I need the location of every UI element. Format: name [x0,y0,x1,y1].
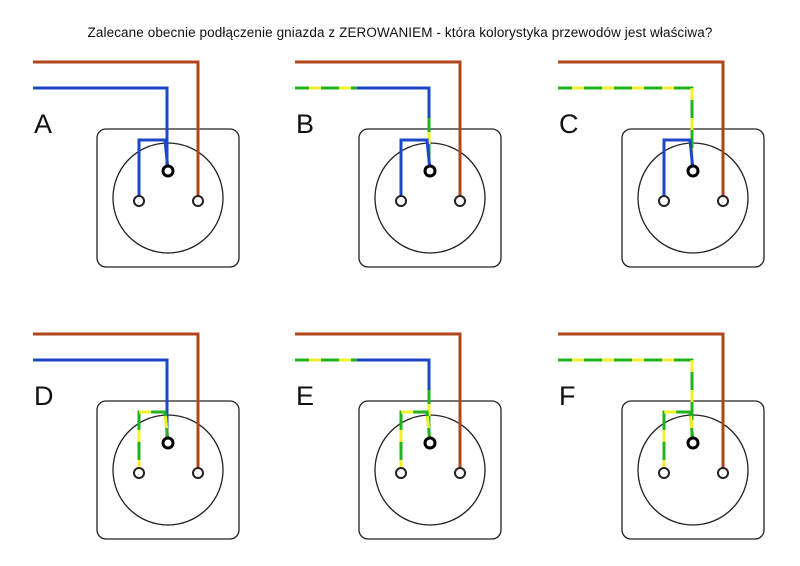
earth-pin [686,436,700,450]
left-pin [133,195,145,207]
pin-bridge-wire [662,138,695,200]
right-pin [454,467,466,479]
right-pin [192,195,204,207]
pin-bridge-wire [399,138,432,200]
neutral-wire [33,86,169,170]
pin-bridge-wire [662,410,695,472]
earth-pin [423,436,437,450]
left-pin [658,195,670,207]
panel-f: F [558,332,765,540]
panel-letter-e: E [296,381,314,411]
neutral-wire [357,358,431,390]
neutral-wire [33,358,169,442]
phase-wire [295,60,462,200]
panel-a: A [33,60,240,268]
panel-c: C [558,60,765,268]
panel-letter-f: F [559,381,576,411]
pin-bridge-wire [137,138,170,200]
panel-b: B [295,60,502,268]
phase-wire [33,60,200,200]
phase-wire [33,332,200,472]
pin-bridge-wire [137,410,170,472]
panel-e: E [295,332,502,540]
phase-wire [558,332,725,472]
neutral-wire [357,86,431,118]
left-pin [395,467,407,479]
earth-pin [423,164,437,178]
right-pin [717,195,729,207]
pe-wire [558,86,694,170]
earth-pin [161,164,175,178]
pin-bridge-wire [399,410,432,472]
right-pin [717,467,729,479]
panel-letter-c: C [559,109,579,139]
diagram-title: Zalecane obecnie podłączenie gniazda z Z… [87,25,713,40]
phase-wire [558,60,725,200]
right-pin [454,195,466,207]
left-pin [133,467,145,479]
panel-letter-d: D [34,381,54,411]
right-pin [192,467,204,479]
phase-wire [295,332,462,472]
panel-d: D [33,332,240,540]
earth-pin [161,436,175,450]
left-pin [658,467,670,479]
panel-letter-a: A [34,109,52,139]
panel-letter-b: B [296,109,314,139]
left-pin [395,195,407,207]
pe-wire [558,358,694,442]
earth-pin [686,164,700,178]
